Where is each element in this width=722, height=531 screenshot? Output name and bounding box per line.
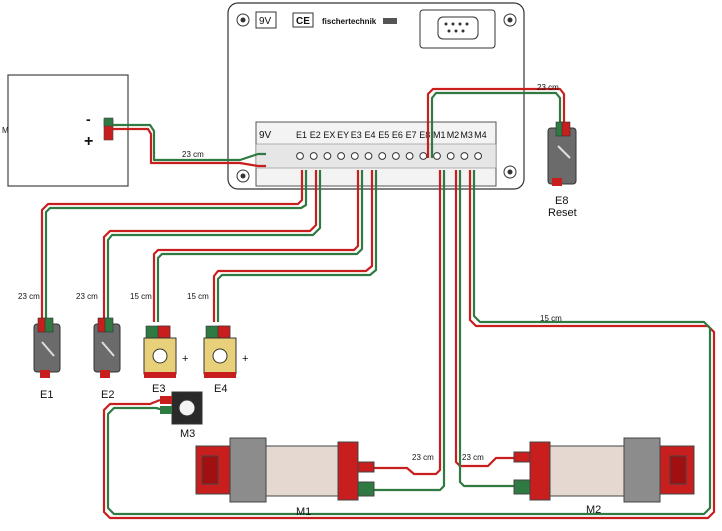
strip-power-label: 9V: [259, 130, 272, 141]
e2-label: E2: [101, 389, 114, 401]
terminal-label-e8: E8: [419, 130, 430, 140]
terminal-socket-e1: [296, 152, 304, 160]
terminal-socket-e6: [392, 152, 400, 160]
e1-label: E1: [40, 389, 53, 401]
terminal-label-m4: M4: [474, 130, 487, 140]
cable-length-reset: 23 cm: [537, 83, 559, 92]
terminal-socket-m3: [460, 152, 469, 160]
terminal-label-m3: M3: [460, 130, 473, 140]
terminal-label-e6: E6: [392, 130, 403, 140]
terminal-label-e1: E1: [296, 130, 307, 140]
m1-label: M1: [296, 506, 311, 518]
e8-label: E8: [555, 195, 568, 207]
screw-icon: [503, 13, 517, 27]
sensor-e4: [203, 325, 237, 378]
terminal-socket-e8: [419, 152, 428, 160]
terminal-label-ex: EX: [323, 130, 335, 140]
sensor-e3: [143, 325, 177, 378]
ce-mark: CE: [296, 16, 310, 27]
terminal-socket-ey: [337, 152, 346, 160]
terminal-socket-m1: [433, 152, 441, 160]
brand-label: fischertechnik: [322, 17, 377, 26]
m3-label: M3: [180, 428, 195, 440]
terminal-label-ey: EY: [337, 130, 349, 140]
serial-port-icon: [419, 9, 496, 49]
cable-length-e3: 15 cm: [130, 292, 152, 301]
terminal-socket-e2: [309, 152, 318, 160]
terminal-socket-e3: [350, 152, 359, 160]
plus-sign: +: [84, 133, 93, 150]
terminal-label-e7: E7: [406, 130, 417, 140]
terminal-socket-e5: [378, 152, 387, 160]
e4-plus: +: [242, 353, 248, 365]
screw-icon: [236, 169, 250, 183]
terminal-label-e5: E5: [378, 130, 389, 140]
screw-icon: [503, 165, 517, 179]
cable-length-m3: 15 cm: [540, 314, 562, 323]
wires: [40, 87, 716, 520]
terminal-label-e3: E3: [351, 130, 362, 140]
terminal-label-e4: E4: [365, 130, 376, 140]
power-supply: M - +: [2, 74, 129, 187]
motor-m2: [513, 437, 695, 503]
terminal-label-m1: M1: [433, 130, 446, 140]
terminal-label-m2: M2: [447, 130, 460, 140]
cable-length-m1: 23 cm: [412, 453, 434, 462]
switch-e1: [33, 317, 61, 378]
brand-logo: [383, 18, 397, 24]
power-label: 9V: [259, 16, 272, 27]
cable-length-e4: 15 cm: [187, 292, 209, 301]
switch-e2: [93, 317, 121, 378]
cable-length-e1: 23 cm: [18, 292, 40, 301]
supply-side-mark: M: [2, 126, 9, 135]
terminal-socket-e4: [364, 152, 373, 160]
terminal-socket-m2: [446, 152, 455, 160]
motor-m1: [195, 437, 375, 503]
minus-sign: -: [86, 111, 91, 127]
switch-e8: [547, 121, 577, 186]
cable-length-m2: 23 cm: [462, 453, 484, 462]
lamp-m3: [160, 391, 203, 425]
e3-plus: +: [182, 353, 188, 365]
e3-label: E3: [152, 383, 165, 395]
terminal-socket-e7: [405, 152, 414, 160]
e8-reset-label: Reset: [548, 207, 577, 219]
screw-icon: [236, 13, 250, 27]
terminal-sockets: [296, 152, 483, 160]
m2-label: M2: [586, 504, 601, 516]
terminal-socket-ex: [323, 152, 332, 160]
terminal-socket-m4: [474, 152, 483, 160]
e4-label: E4: [214, 383, 227, 395]
terminal-label-e2: E2: [310, 130, 321, 140]
cable-length-e2: 23 cm: [76, 292, 98, 301]
cable-length-supply: 23 cm: [182, 150, 204, 159]
